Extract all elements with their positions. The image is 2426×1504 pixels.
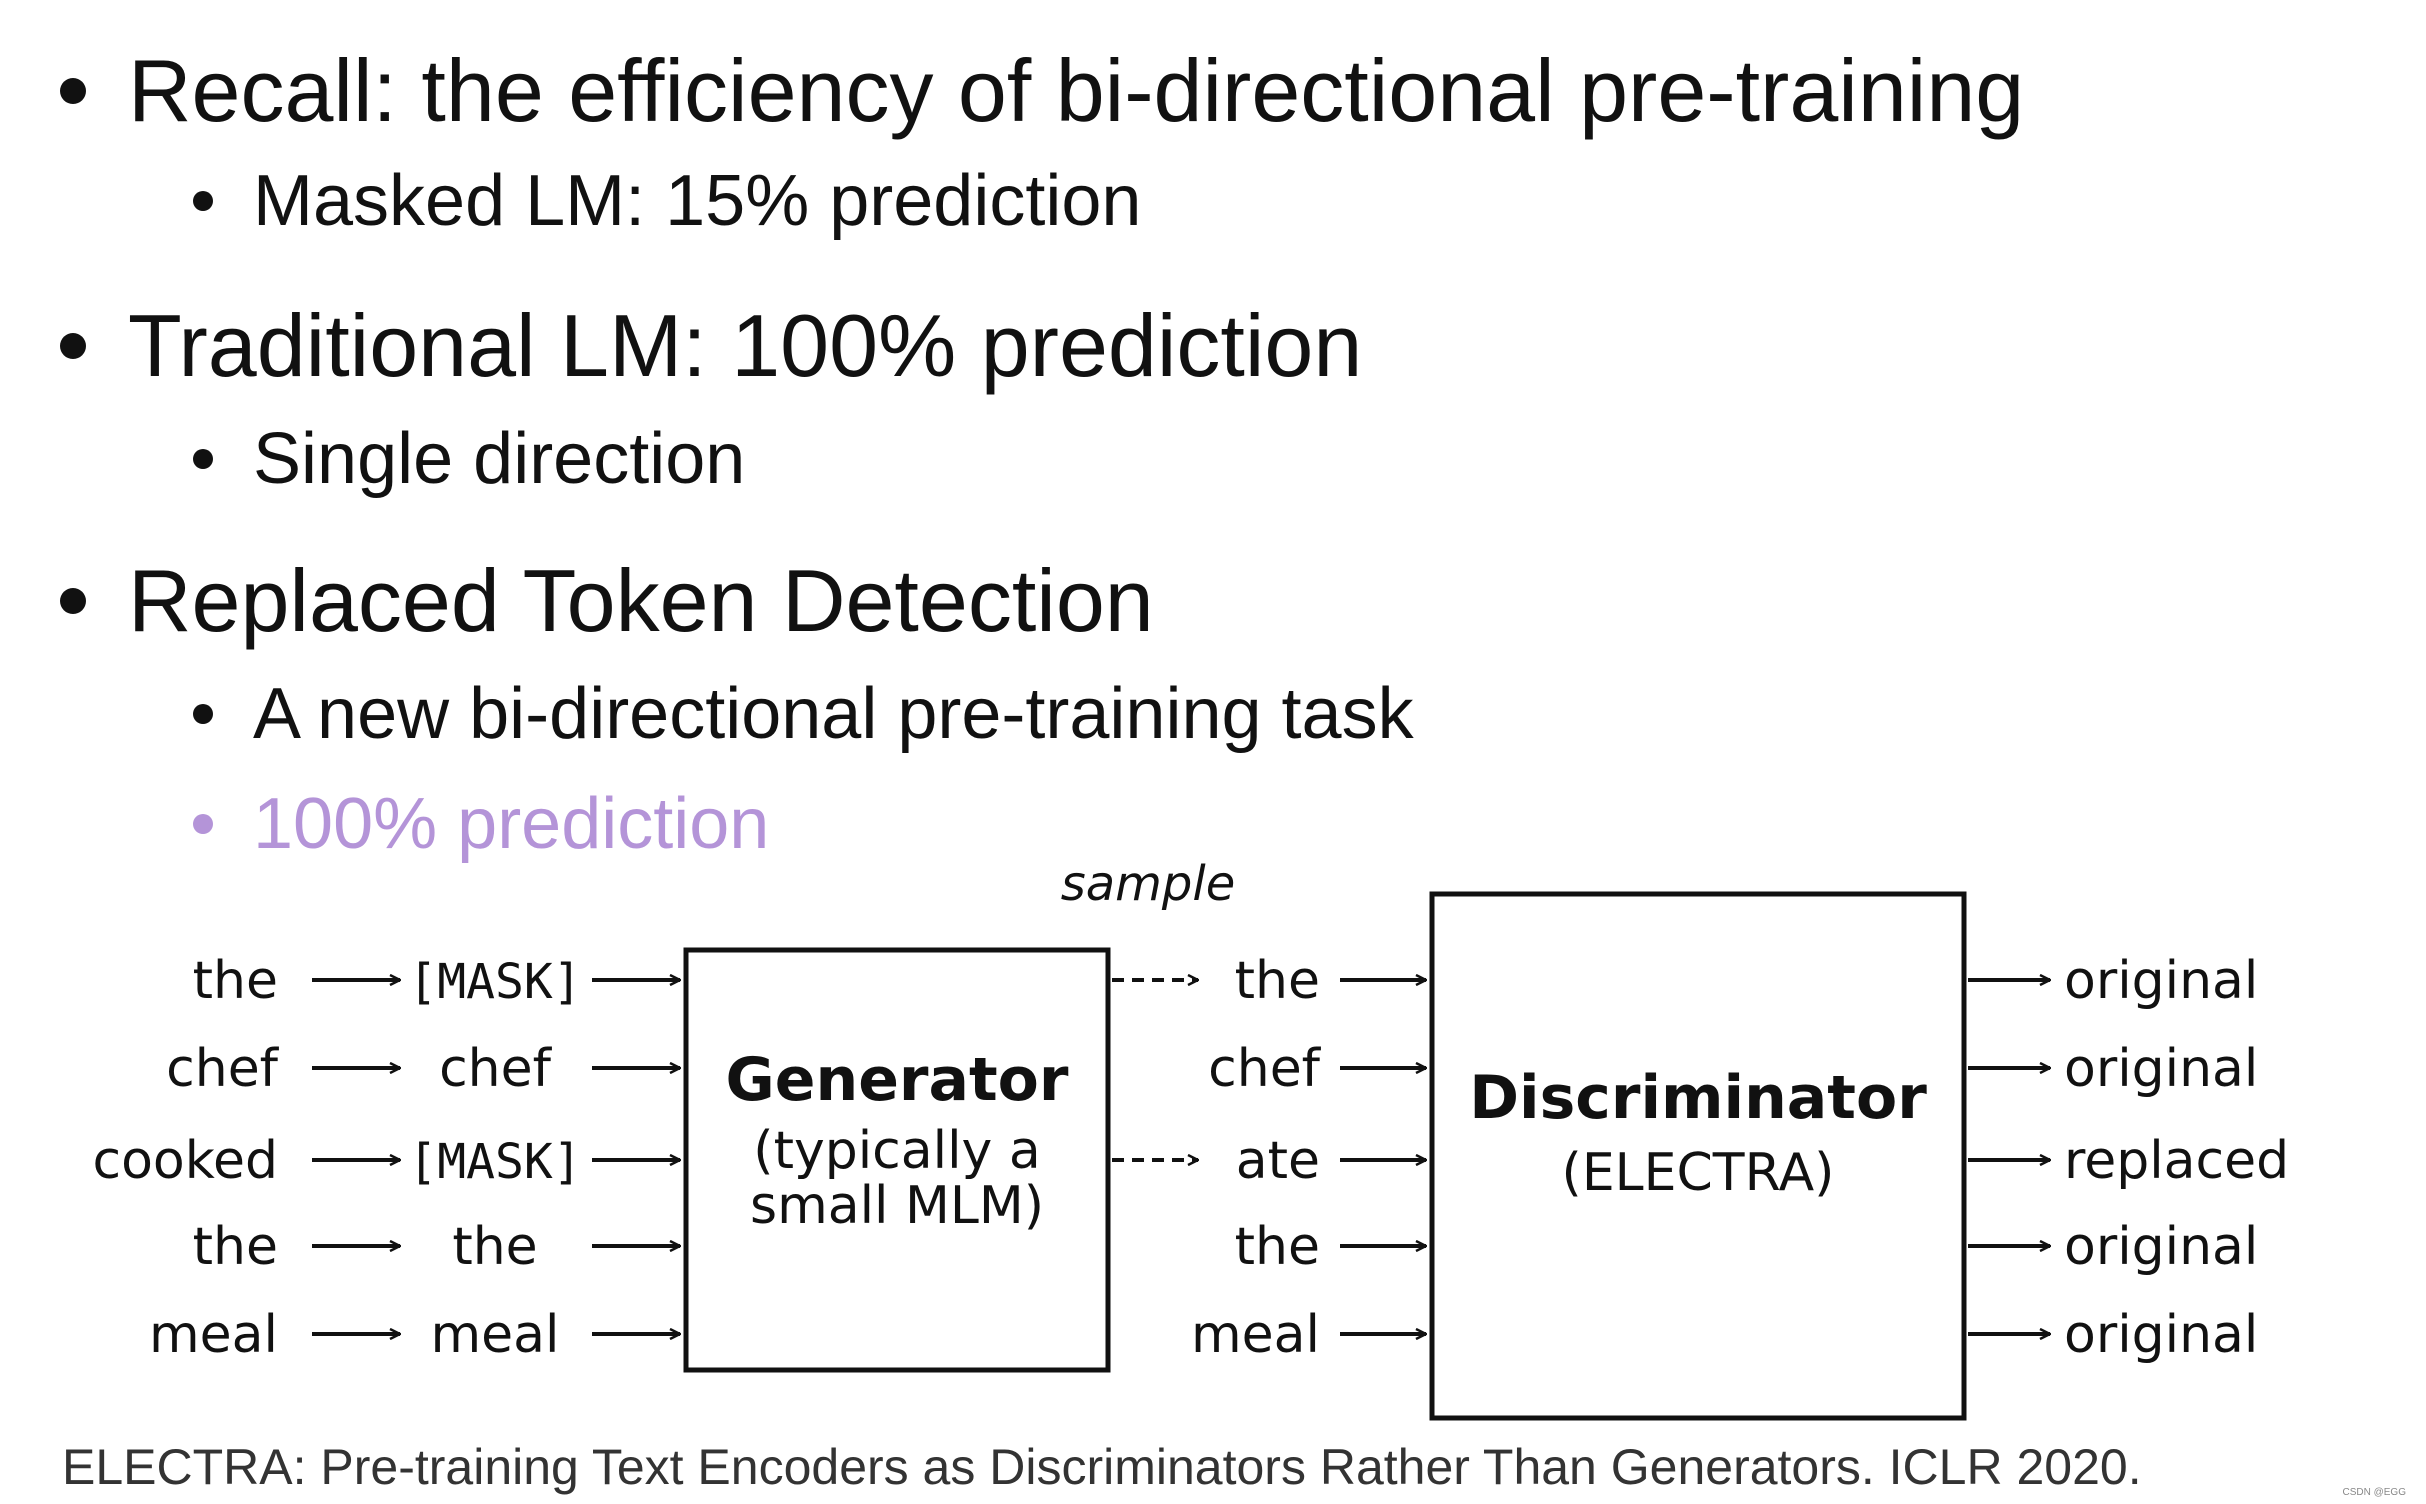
bullet-text: Masked LM: 15% prediction <box>253 161 1142 241</box>
sampled-token: ate <box>1236 1131 1320 1191</box>
sampled-token: chef <box>1208 1039 1322 1099</box>
bullet-new-task: A new bi-directional pre-training task <box>193 673 1414 755</box>
sampled-token: the <box>1235 951 1320 1011</box>
bullet-replaced-token: Replaced Token Detection <box>60 550 1154 652</box>
input-token: chef <box>166 1039 280 1099</box>
masked-token: meal <box>431 1305 560 1365</box>
bullet-masked-lm: Masked LM: 15% prediction <box>193 160 1141 242</box>
output-label: original <box>2064 951 2258 1011</box>
masked-token: [MASK] <box>408 954 581 1010</box>
output-label: replaced <box>2064 1131 2289 1191</box>
bullet-dot <box>193 704 213 724</box>
bullet-dot <box>60 333 86 359</box>
bullet-text: Replaced Token Detection <box>128 551 1154 650</box>
bullet-text: 100% prediction <box>253 784 770 864</box>
bullet-text: Single direction <box>253 419 746 499</box>
output-label: original <box>2064 1305 2258 1365</box>
generator-title: Generator <box>726 1045 1069 1115</box>
input-token: the <box>193 951 278 1011</box>
masked-token: [MASK] <box>408 1134 581 1190</box>
bullet-dot <box>193 814 213 834</box>
masked-token: the <box>452 1217 537 1277</box>
electra-diagram: sample Generator (typically a small MLM)… <box>93 856 2290 1421</box>
generator-subtitle-2: small MLM) <box>750 1176 1044 1236</box>
citation: ELECTRA: Pre-training Text Encoders as D… <box>62 1439 2142 1495</box>
input-token: meal <box>149 1305 278 1365</box>
sampled-token: the <box>1235 1217 1320 1277</box>
bullet-dot <box>60 78 86 104</box>
bullet-text: A new bi-directional pre-training task <box>253 674 1414 754</box>
bullet-traditional-lm: Traditional LM: 100% prediction <box>60 295 1362 397</box>
generator-subtitle-1: (typically a <box>753 1121 1040 1181</box>
discriminator-box <box>1429 891 1967 1421</box>
bullet-dot <box>193 191 213 211</box>
sample-label: sample <box>1061 856 1236 912</box>
discriminator-title: Discriminator <box>1469 1063 1927 1133</box>
bullet-text: Recall: the efficiency of bi-directional… <box>128 41 2025 140</box>
output-label: original <box>2064 1217 2258 1277</box>
input-token: cooked <box>93 1131 278 1191</box>
bullet-single-direction: Single direction <box>193 418 745 500</box>
discriminator-subtitle: (ELECTRA) <box>1562 1143 1835 1203</box>
masked-token: chef <box>439 1039 553 1099</box>
watermark: CSDN @EGG <box>2342 1487 2407 1498</box>
generator-box <box>683 947 1111 1373</box>
bullet-dot <box>60 588 86 614</box>
bullet-100-prediction: 100% prediction <box>193 783 769 865</box>
token-rows: the [MASK] the original chef chef chef original… <box>93 951 2290 1365</box>
input-token: the <box>193 1217 278 1277</box>
sampled-token: meal <box>1191 1305 1320 1365</box>
bullet-text: Traditional LM: 100% prediction <box>128 296 1363 395</box>
bullet-recall: Recall: the efficiency of bi-directional… <box>60 40 2024 142</box>
bullet-dot <box>193 449 213 469</box>
output-label: original <box>2064 1039 2258 1099</box>
